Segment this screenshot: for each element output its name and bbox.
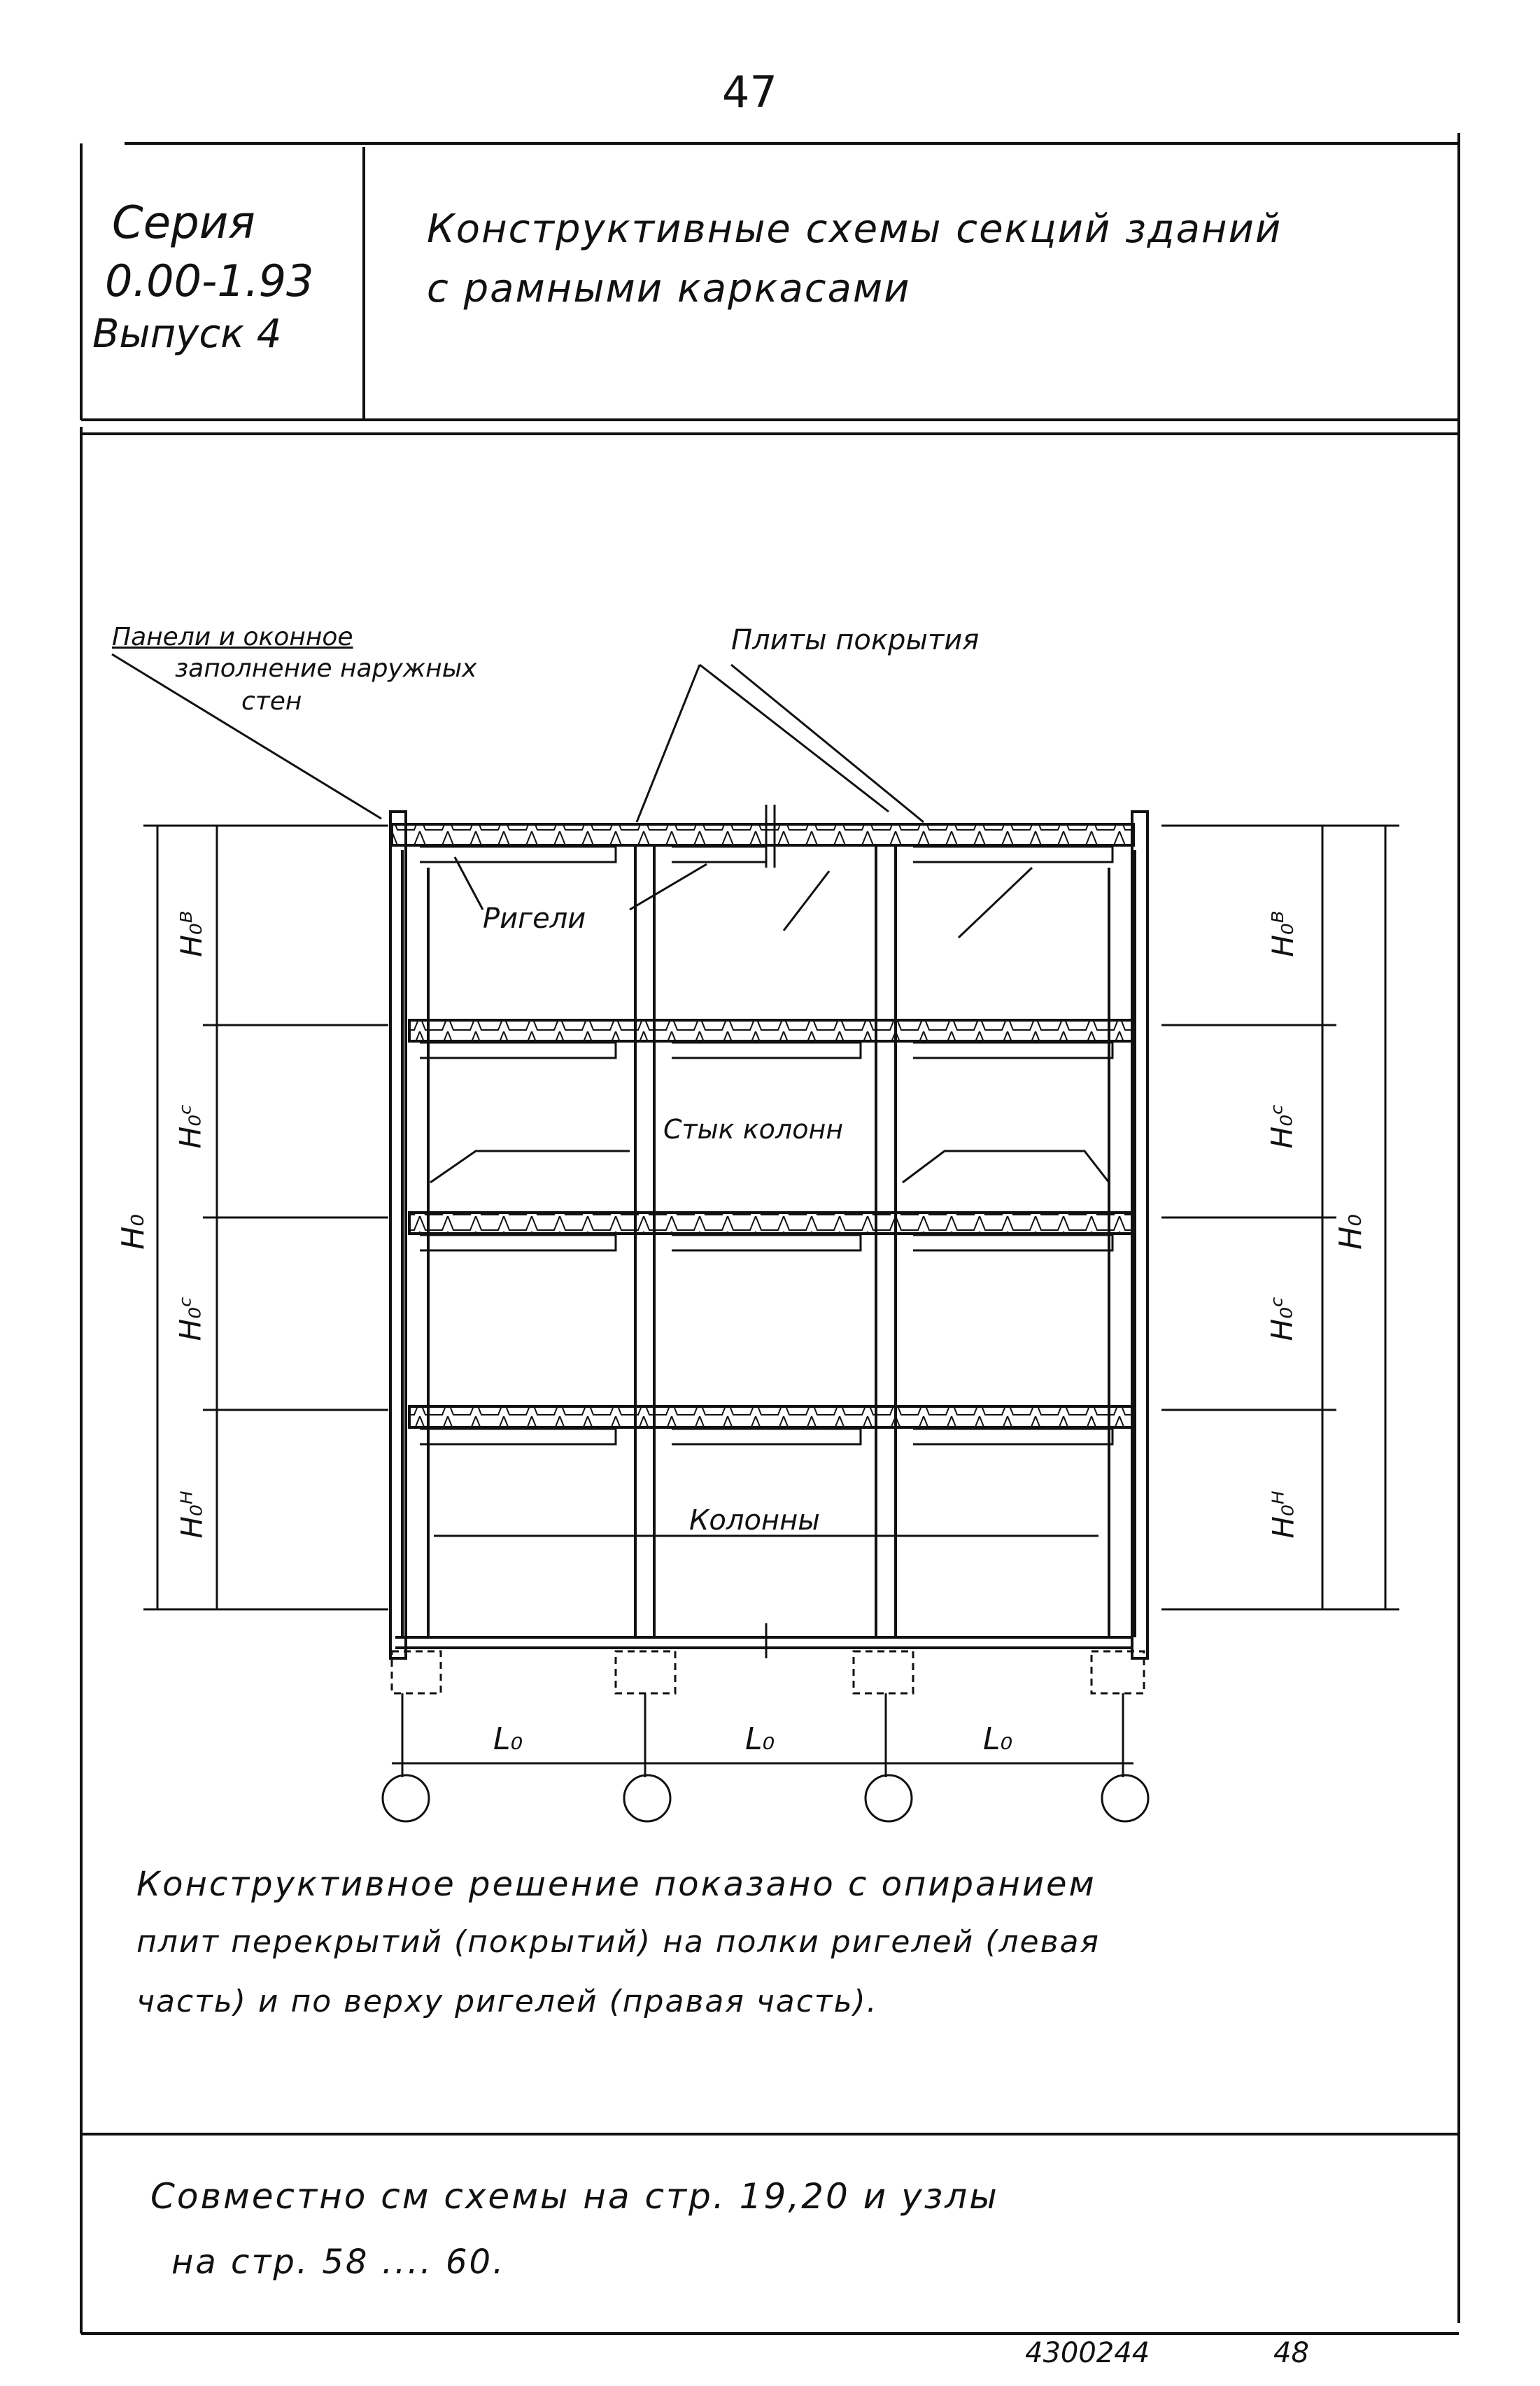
callout-panels-line1: Панели и оконное [112, 623, 353, 651]
span-1: L₀ [493, 1721, 523, 1757]
columns [427, 847, 1110, 1637]
dim-left-floor-mid2: H₀ᶜ [173, 1296, 208, 1341]
archive-stamp-number: 4300244 [1025, 2337, 1150, 2369]
left-dimensions [143, 824, 388, 1611]
note-line1: Конструктивное решение показано с опиран… [136, 1865, 1096, 1904]
callout-panels-line2: заполнение наружных [175, 654, 477, 683]
document-title-line2: с рамными каркасами [427, 266, 911, 311]
dim-left-floor-top: H₀ᴮ [174, 910, 209, 957]
right-dimensions [1161, 824, 1399, 1611]
label-columns: Колонны [689, 1504, 820, 1537]
dim-right-floor-bottom: H₀ᴴ [1266, 1490, 1301, 1539]
callout-panels-line3: стен [241, 687, 302, 716]
dim-right-total: H₀ [1332, 1214, 1369, 1250]
dim-left-total: H₀ [115, 1214, 151, 1250]
footer-note-line2: на стр. 58 .... 60. [171, 2243, 506, 2282]
dim-right-floor-mid1: H₀ᶜ [1264, 1103, 1299, 1149]
callout-roof-slabs: Плиты покрытия [731, 624, 980, 656]
beams [420, 845, 1114, 1446]
series-code: 0.00-1.93 [105, 255, 314, 306]
dim-left-floor-bottom: H₀ᴴ [174, 1490, 209, 1539]
exterior-walls [389, 810, 1149, 1660]
issue-number: Выпуск 4 [92, 311, 282, 357]
document-title-line1: Конструктивные схемы секций зданий [427, 206, 1283, 252]
note-line3: часть) и по верху ригелей (правая часть)… [136, 1984, 878, 2019]
page-number: 47 [722, 66, 777, 118]
span-2: L₀ [745, 1721, 775, 1757]
archive-stamp-page: 48 [1273, 2337, 1309, 2369]
note-line2: плит перекрытий (покрытий) на полки риге… [136, 1924, 1100, 1960]
label-beams: Ригели [483, 903, 586, 935]
grid-axes [381, 1693, 1150, 1823]
footer-note-line1: Совместно см схемы на стр. 19,20 и узлы [150, 2176, 999, 2217]
label-column-joint: Стык колонн [663, 1114, 844, 1145]
span-3: L₀ [983, 1721, 1013, 1757]
dim-right-floor-top: H₀ᴮ [1265, 910, 1300, 957]
dim-left-floor-mid1: H₀ᶜ [173, 1103, 208, 1149]
series-label: Серия [112, 197, 255, 249]
column-joint-lines [430, 1150, 1110, 1184]
leader-lines [111, 653, 1099, 1537]
foundations [390, 1650, 1145, 1695]
break-marks [765, 805, 776, 1658]
dim-right-floor-mid2: H₀ᶜ [1264, 1296, 1299, 1341]
